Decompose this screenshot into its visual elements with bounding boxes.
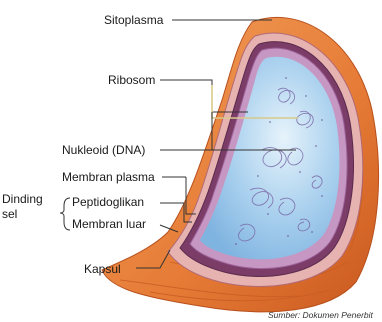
dinding-sel-bracket [60,198,70,230]
label-ribosom: Ribosom [108,73,155,87]
label-dinding-line2: sel [2,207,17,221]
label-sitoplasma: Sitoplasma [104,13,164,27]
label-nukleoid: Nukleoid (DNA) [62,143,145,157]
source-credit: Sumber: Dokumen Penerbit [268,310,374,320]
label-membran-luar: Membran luar [72,217,146,231]
label-kapsul: Kapsul [84,262,121,276]
label-membran-plasma: Membran plasma [62,170,155,184]
label-peptidoglikan: Peptidoglikan [72,195,144,209]
label-dinding-line1: Dinding [2,192,43,206]
